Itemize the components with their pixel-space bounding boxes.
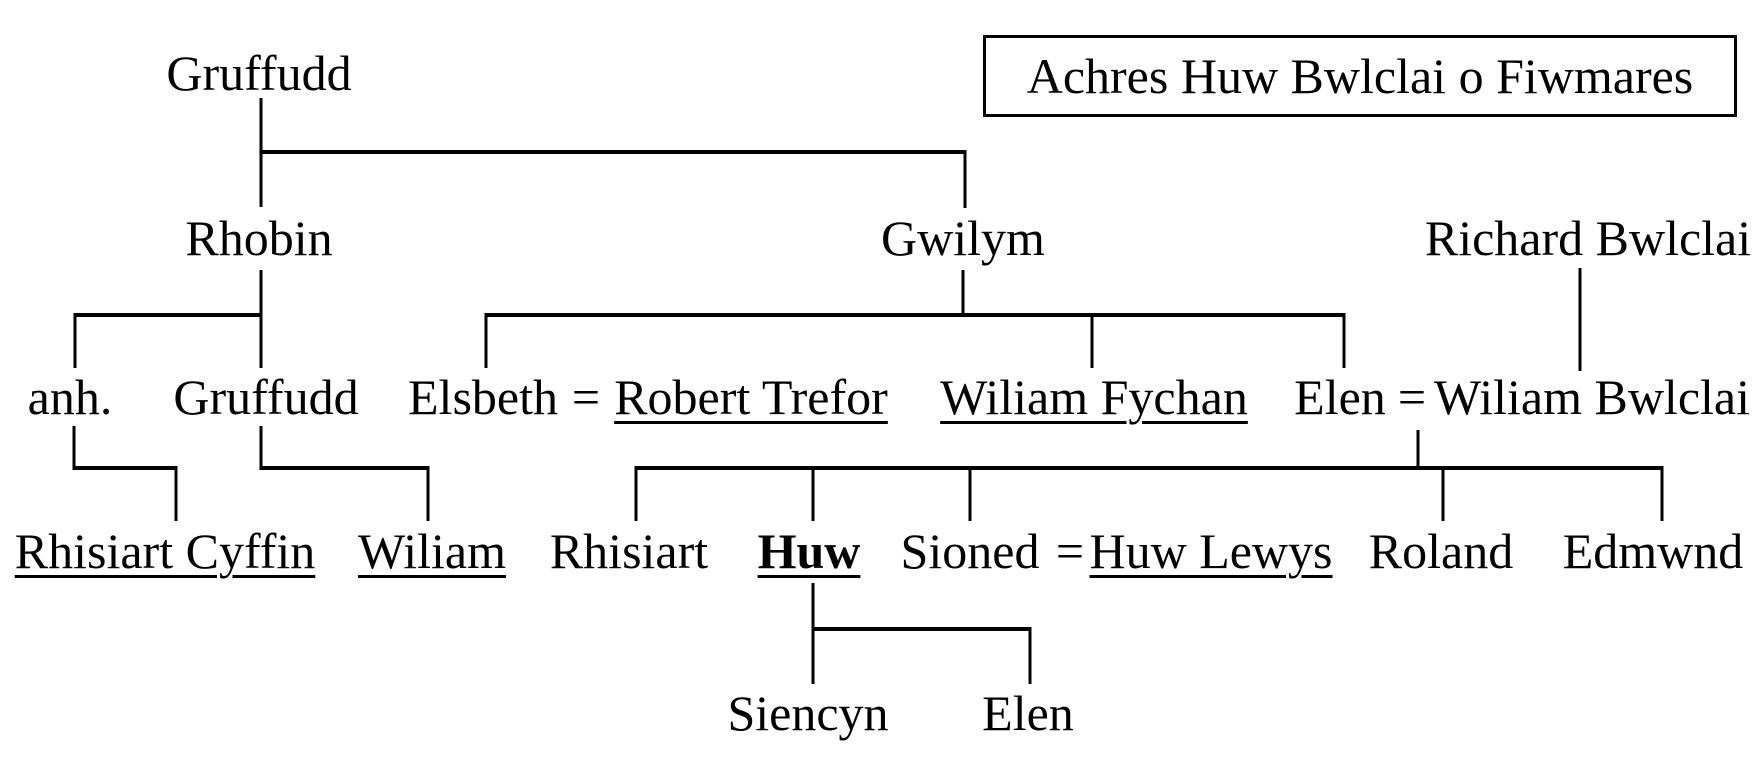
person-elen-ii: Elen — [982, 685, 1074, 741]
person-elen: Elen — [1294, 369, 1386, 425]
person-rhisiart: Rhisiart — [549, 523, 709, 579]
bracket-elen-wiliam-children — [634, 430, 1664, 521]
bracket-rhobin-children — [73, 270, 263, 368]
person-elsbeth: Elsbeth — [408, 369, 558, 425]
person-robert-trefor: Robert Trefor — [614, 369, 888, 425]
bracket-gruffudd-ii-child — [259, 426, 430, 521]
person-rhisiart-cyffin: Rhisiart Cyffin — [14, 523, 316, 579]
marriage-symbol-elsbeth-robert: = — [571, 369, 601, 425]
marriage-symbol-sioned-huw: = — [1055, 523, 1085, 579]
title-box: Achres Huw Bwlclai o Fiwmares — [983, 35, 1737, 117]
person-gruffudd-i: Gruffudd — [166, 45, 352, 101]
person-roland: Roland — [1368, 523, 1514, 579]
person-sioned: Sioned — [900, 523, 1040, 579]
person-richard-bwlclai: Richard Bwlclai — [1424, 210, 1752, 266]
bracket-gwilym-children — [484, 270, 1346, 368]
marriage-symbol-elen-wiliam: = — [1397, 369, 1427, 425]
person-huw-lewys: Huw Lewys — [1089, 523, 1333, 579]
bracket-gruffudd-i-children — [259, 98, 967, 208]
person-gruffudd-ii: Gruffudd — [173, 369, 359, 425]
person-wiliam-fychan: Wiliam Fychan — [940, 369, 1248, 425]
person-siencyn: Siencyn — [727, 685, 889, 741]
person-anh: anh. — [27, 369, 113, 425]
person-edmwnd: Edmwnd — [1562, 523, 1744, 579]
person-huw: Huw — [757, 523, 861, 579]
person-gwilym: Gwilym — [881, 210, 1045, 266]
person-rhobin: Rhobin — [185, 210, 333, 266]
person-wiliam-bwlclai: Wiliam Bwlclai — [1434, 369, 1750, 425]
title-text: Achres Huw Bwlclai o Fiwmares — [1026, 48, 1694, 104]
bracket-huw-children — [811, 583, 1032, 684]
person-wiliam: Wiliam — [358, 523, 506, 579]
bracket-anh-child — [72, 426, 178, 521]
